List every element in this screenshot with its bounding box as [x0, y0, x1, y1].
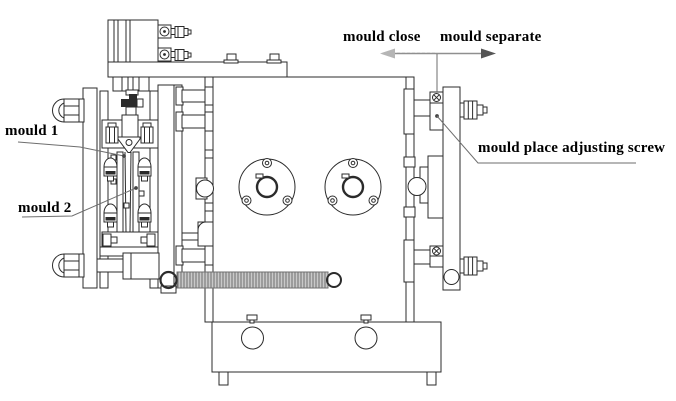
pneumatic-cylinder — [107, 19, 159, 63]
base-foot-left — [218, 371, 229, 386]
return-spring — [159, 270, 342, 294]
mould1-target-dot — [122, 154, 126, 158]
air-fitting-top-icon — [157, 24, 192, 39]
flange-right — [324, 158, 382, 216]
adjusting-screw-block — [429, 91, 444, 131]
right-clamp-plate — [442, 86, 461, 291]
hex-bolt-bottom-right-icon — [459, 256, 488, 276]
stud-icon — [103, 203, 118, 228]
mould-side-clamp-right-icon — [140, 122, 154, 144]
label-mould-1: mould 1 — [5, 123, 59, 139]
left-clamp-plate — [82, 87, 98, 289]
top-plate — [107, 53, 288, 78]
flange-left — [238, 158, 296, 216]
motion-arrow — [380, 48, 496, 92]
base-foot-right — [426, 371, 437, 386]
carriage-bottom-member — [96, 231, 160, 280]
label-mould-2: mould 2 — [18, 200, 72, 216]
cam-follower-left-icon — [195, 177, 214, 247]
label-mould-separate: mould separate — [440, 29, 542, 45]
dome-nut-top-icon — [52, 98, 85, 123]
mould-v-tip — [117, 114, 141, 153]
mould2-target-dot — [134, 186, 138, 190]
mould-channel — [110, 151, 145, 233]
label-mould-close: mould close — [343, 29, 421, 45]
cam-follower-right-icon — [407, 177, 427, 196]
arrowhead-right-icon — [481, 48, 496, 59]
stud-icon — [137, 203, 152, 228]
dome-nut-bottom-icon — [52, 253, 85, 278]
leader-lines — [17, 114, 636, 218]
stud-icon — [103, 157, 118, 182]
arrowhead-left-icon — [380, 48, 395, 59]
base-plate — [211, 314, 442, 386]
carriage-stud-bolts — [103, 157, 152, 228]
stud-icon — [137, 157, 152, 182]
adjusting-screw-block-bottom — [429, 245, 444, 268]
nozzle-elbow-fitting-icon — [121, 89, 144, 116]
mould-side-clamp-left-icon — [105, 122, 119, 144]
label-adjusting-screw: mould place adjusting screw — [478, 140, 666, 156]
hex-bolt-top-right-icon — [459, 100, 488, 120]
air-fitting-bottom-icon — [157, 47, 192, 62]
